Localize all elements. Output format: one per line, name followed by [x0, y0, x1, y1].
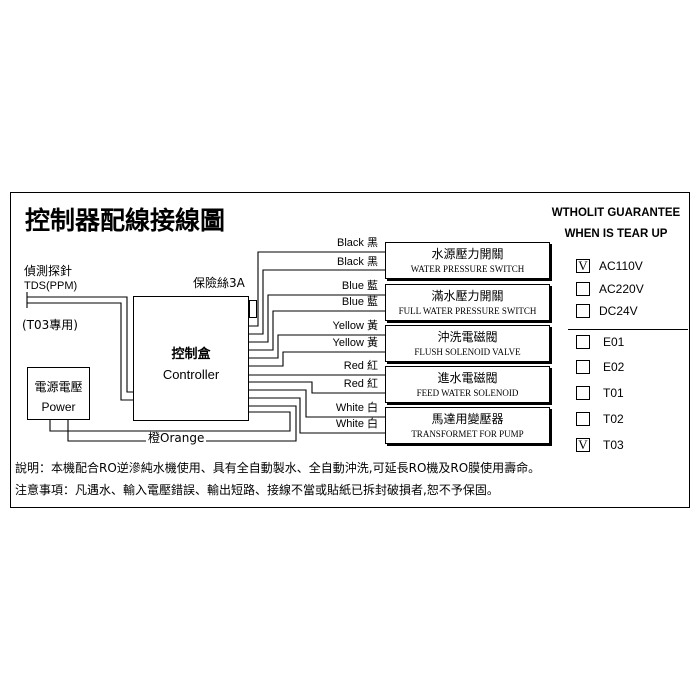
option-dc24v: DC24V [576, 304, 638, 318]
wire-blue-2 [249, 310, 385, 351]
component-full-water-pressure-switch: 滿水壓力開關 FULL WATER PRESSURE SWITCH [385, 284, 550, 321]
wire-label-black-1: Black 黑 [337, 237, 378, 249]
option-ac220v: AC220V [576, 282, 644, 296]
check-mark: V [578, 258, 588, 273]
wire-white-2 [249, 397, 385, 434]
controller-label-zh: 控制盒 [171, 347, 211, 362]
wire-black-1 [249, 251, 385, 327]
checkbox [576, 412, 590, 426]
wire-label-yellow-1: Yellow 黃 [332, 320, 378, 332]
wire-label-blue-1: Blue 藍 [341, 280, 378, 292]
controller-label-en: Controller [162, 367, 220, 382]
tds-probe-label: 偵測探針 [24, 264, 73, 278]
checkbox: V [576, 438, 590, 452]
component-label-en: TRANSFORMET FOR PUMP [411, 428, 524, 439]
component-label-zh: 水源壓力開關 [431, 246, 504, 261]
option-label: E01 [603, 335, 625, 349]
wire-label-red-2: Red 紅 [343, 378, 378, 390]
warning-note: 注意事項：凡遇水、輸入電壓錯誤、輸出短路、接線不當或貼紙已拆封破損者,恕不予保固… [15, 483, 499, 497]
fuse-symbol [249, 300, 257, 318]
component-label-zh: 滿水壓力開關 [431, 288, 504, 303]
wire-label-red-1: Red 紅 [343, 360, 378, 372]
component-label-zh: 進水電磁閥 [437, 370, 498, 385]
options-divider [568, 329, 688, 330]
option-t01: T01 [576, 386, 624, 400]
wire-label-white-1: White 白 [335, 402, 378, 414]
wire-yellow-2 [249, 351, 385, 367]
option-label: T02 [603, 412, 624, 426]
power-wire-label: 橙Orange [146, 431, 207, 445]
description-note: 說明：本機配合RO逆滲純水機使用、具有全自動製水、全自動沖洗,可延長RO機及RO… [15, 461, 541, 475]
guarantee-line-1: WTHOLIT GUARANTEE [551, 207, 681, 219]
tds-probe-note: (T03專用) [22, 318, 78, 332]
checkbox [576, 360, 590, 374]
option-label: AC110V [599, 259, 643, 273]
component-water-pressure-switch: 水源壓力開關 WATER PRESSURE SWITCH [385, 242, 550, 279]
power-supply-box: 電源電壓 Power [27, 367, 90, 420]
component-label-en: FEED WATER SOLENOID [416, 387, 519, 398]
option-ac110v: V AC110V [576, 259, 643, 273]
wire-orange-1 [49, 411, 291, 432]
diagram-frame [10, 192, 690, 508]
option-t02: T02 [576, 412, 624, 426]
component-label-zh: 沖洗電磁閥 [437, 329, 498, 344]
wire-label-black-2: Black 黑 [337, 256, 378, 268]
component-label-zh: 馬達用變壓器 [431, 411, 504, 426]
component-flush-solenoid-valve: 沖洗電磁閥 FLUSH SOLENOID VALVE [385, 325, 550, 362]
tds-probe-model: TDS(PPM) [24, 280, 78, 292]
checkbox [576, 386, 590, 400]
wire-label-yellow-2: Yellow 黃 [332, 337, 378, 349]
check-mark: V [578, 437, 588, 452]
controller-box: 控制盒 Controller [133, 296, 249, 421]
guarantee-heading: WTHOLIT GUARANTEE WHEN IS TEAR UP [545, 205, 687, 247]
wire-orange-2 [67, 405, 297, 442]
option-label: E02 [603, 360, 625, 374]
wire-label-white-2: White 白 [335, 418, 378, 430]
component-label-en: FULL WATER PRESSURE SWITCH [398, 305, 537, 316]
power-supply-label-en: Power [41, 400, 76, 414]
option-e02: E02 [576, 360, 624, 374]
power-supply-label-zh: 電源電壓 [34, 380, 83, 394]
wire-black-2 [249, 269, 385, 335]
guarantee-line-2: WHEN IS TEAR UP [564, 228, 668, 240]
component-label-en: FLUSH SOLENOID VALVE [414, 346, 521, 357]
component-feed-water-solenoid: 進水電磁閥 FEED WATER SOLENOID [385, 366, 550, 403]
diagram-title: 控制器配線接線圖 [25, 206, 226, 235]
option-t03: V T03 [576, 438, 624, 452]
checkbox [576, 282, 590, 296]
wire-tds-2 [27, 302, 133, 401]
option-label: T01 [603, 386, 624, 400]
option-label: DC24V [599, 304, 638, 318]
wire-tds-1 [27, 296, 133, 393]
option-e01: E01 [576, 335, 624, 349]
wire-red-2 [249, 381, 385, 394]
component-pump-transformer: 馬達用變壓器 TRANSFORMET FOR PUMP [385, 407, 550, 444]
wire-white-1 [249, 389, 385, 418]
checkbox: V [576, 259, 590, 273]
checkbox [576, 335, 590, 349]
wire-yellow-1 [249, 334, 385, 359]
checkbox [576, 304, 590, 318]
option-label: AC220V [599, 282, 644, 296]
component-label-en: WATER PRESSURE SWITCH [410, 263, 525, 274]
wire-blue-1 [249, 294, 385, 343]
fuse-label: 保險絲3A [193, 276, 245, 290]
wire-label-blue-2: Blue 藍 [341, 296, 378, 308]
option-label: T03 [603, 438, 624, 452]
